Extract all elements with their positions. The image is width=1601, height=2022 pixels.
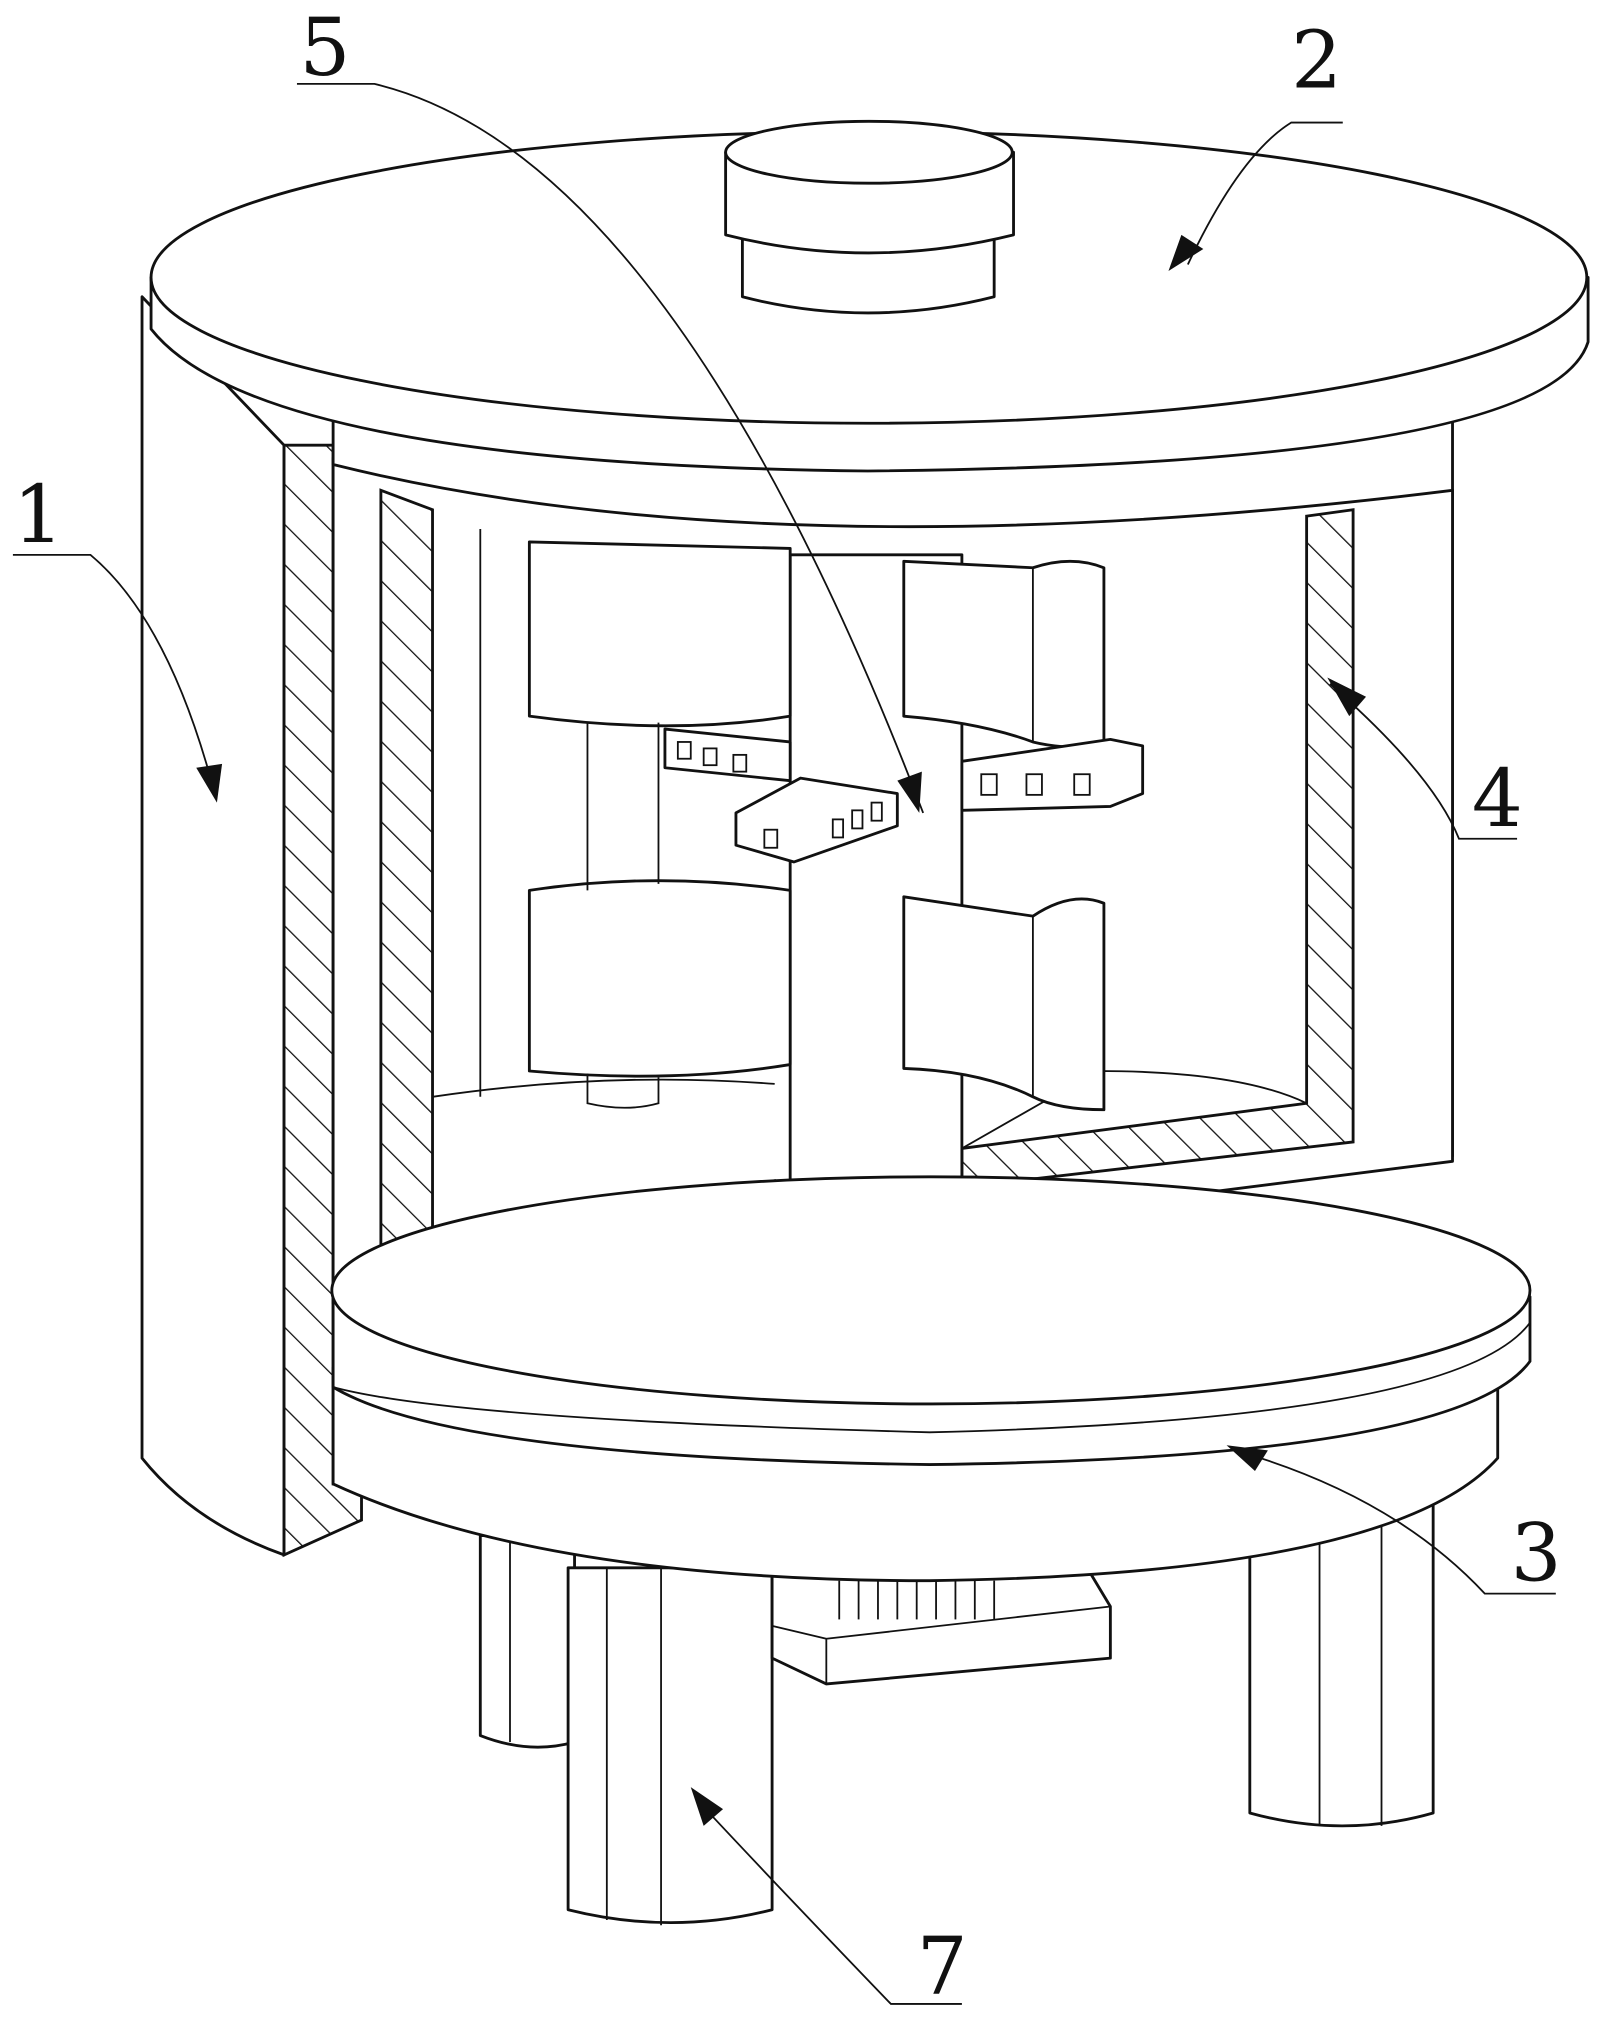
bottom-plate bbox=[332, 1177, 1530, 1581]
label-5: 5 bbox=[300, 1, 351, 94]
drive-module bbox=[772, 1574, 1110, 1684]
label-1: 1 bbox=[13, 468, 64, 561]
label-2: 2 bbox=[1291, 14, 1342, 107]
label-4: 4 bbox=[1472, 752, 1523, 845]
label-3: 3 bbox=[1511, 1507, 1562, 1600]
top-cover bbox=[151, 121, 1588, 526]
label-7: 7 bbox=[917, 1920, 968, 2013]
